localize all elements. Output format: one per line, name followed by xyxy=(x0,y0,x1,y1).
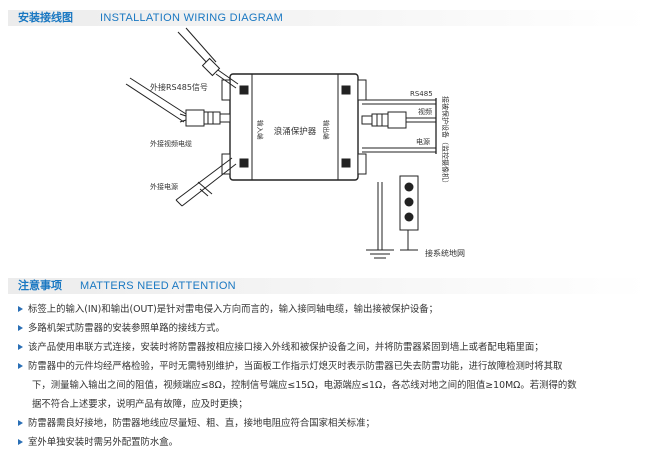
box-mount-tab-br xyxy=(357,153,367,175)
box-mount-tab-tl xyxy=(221,79,231,101)
note-text: 防雷器需良好接地，防雷器地线应尽量短、粗、直，接地电阻应符合国家相关标准； xyxy=(28,418,375,429)
ground-symbol xyxy=(366,249,394,259)
left-rs485-label: 外接RS485信号 xyxy=(150,82,208,92)
note-text: 室外单独安装时需另外配置防水盒。 xyxy=(28,437,179,448)
box-input-label: 输入端 xyxy=(256,120,265,140)
note-text: 防雷器中的元件均经严格检验，平时无需特别维护，当面板工作指示灯熄灭时表示防雷器已… xyxy=(28,361,563,372)
notes-title-en: MATTERS NEED ATTENTION xyxy=(80,280,236,292)
box-mount-tab-bl xyxy=(221,153,231,175)
left-bnc-connector xyxy=(179,109,231,127)
right-video-label: 视频 xyxy=(418,107,432,116)
bullet-arrow-icon xyxy=(18,306,23,312)
right-rs485-label: RS485 xyxy=(410,90,433,98)
right-bnc-connector xyxy=(361,111,436,129)
note-text: 该产品使用串联方式连接，安装时将防雷器按相应接口接入外线和被保护设备之间，并将防… xyxy=(28,342,544,353)
note-text: 多路机架式防雷器的安装参照单路的接线方式。 xyxy=(28,323,225,334)
right-power-line xyxy=(362,147,436,153)
box-output-label: 输出端 xyxy=(322,120,331,140)
left-rs485-cable xyxy=(177,27,239,89)
header-bar xyxy=(8,278,648,294)
note-item: 标签上的输入(IN)和输出(OUT)是针对雷电侵入方向而言的，输入接同轴电缆，输… xyxy=(18,300,648,319)
notes-title-cn: 注意事项 xyxy=(18,279,62,292)
ground-wire xyxy=(377,182,383,250)
note-item: 防雷器中的元件均经严格检验，平时无需特别维护，当面板工作指示灯熄灭时表示防雷器已… xyxy=(18,357,648,414)
note-text: 标签上的输入(IN)和输出(OUT)是针对雷电侵入方向而言的，输入接同轴电缆，输… xyxy=(28,304,439,315)
protected-device-label: 接被保护设备（监控摄像机） xyxy=(441,96,450,187)
bullet-arrow-icon xyxy=(18,344,23,350)
left-power-cable xyxy=(175,157,237,207)
bullet-arrow-icon xyxy=(18,439,23,445)
wiring-title-en: INSTALLATION WIRING DIAGRAM xyxy=(100,12,284,24)
device-label: 浪涌保护器 xyxy=(274,126,317,137)
header-bar xyxy=(8,10,648,26)
box-mount-tab-tr xyxy=(357,79,367,101)
note-item: 该产品使用串联方式连接，安装时将防雷器按相应接口接入外线和被保护设备之间，并将防… xyxy=(18,338,648,357)
bullet-arrow-icon xyxy=(18,363,23,369)
note-item: 多路机架式防雷器的安装参照单路的接线方式。 xyxy=(18,319,648,338)
right-rs485-line xyxy=(362,99,436,105)
wiring-diagram: 外接RS485信号 外接视频电缆 外接电源 浪涌保护器 输入端 输出端 RS48… xyxy=(125,27,465,259)
bullet-arrow-icon xyxy=(18,420,23,426)
notes-section-header: 注意事项 MATTERS NEED ATTENTION xyxy=(8,274,648,296)
bullet-arrow-icon xyxy=(18,325,23,331)
note-item: 防雷器需良好接地，防雷器地线应尽量短、粗、直，接地电阻应符合国家相关标准； xyxy=(18,414,648,433)
ground-label: 接系统地网 xyxy=(425,248,465,258)
note-item: 室外单独安装时需另外配置防水盒。 xyxy=(18,433,648,452)
right-power-label: 电源 xyxy=(416,137,430,146)
note-text-continued: 下，测量输入输出之间的阻值，视频端应≤8Ω，控制信号端应≤15Ω，电源端应≤1Ω… xyxy=(32,380,577,391)
left-video-cable xyxy=(125,77,187,123)
left-power-label: 外接电源 xyxy=(150,182,178,191)
wiring-title-cn: 安装接线图 xyxy=(18,11,73,24)
note-text-continued: 据不符合上述要求，说明产品有故障，应及时更换； xyxy=(32,399,248,410)
wiring-section-header: 安装接线图 INSTALLATION WIRING DIAGRAM xyxy=(8,6,648,28)
left-video-label: 外接视频电缆 xyxy=(150,139,192,148)
surge-protector-box xyxy=(229,73,359,181)
notes-list: 标签上的输入(IN)和输出(OUT)是针对雷电侵入方向而言的，输入接同轴电缆，输… xyxy=(18,300,648,452)
